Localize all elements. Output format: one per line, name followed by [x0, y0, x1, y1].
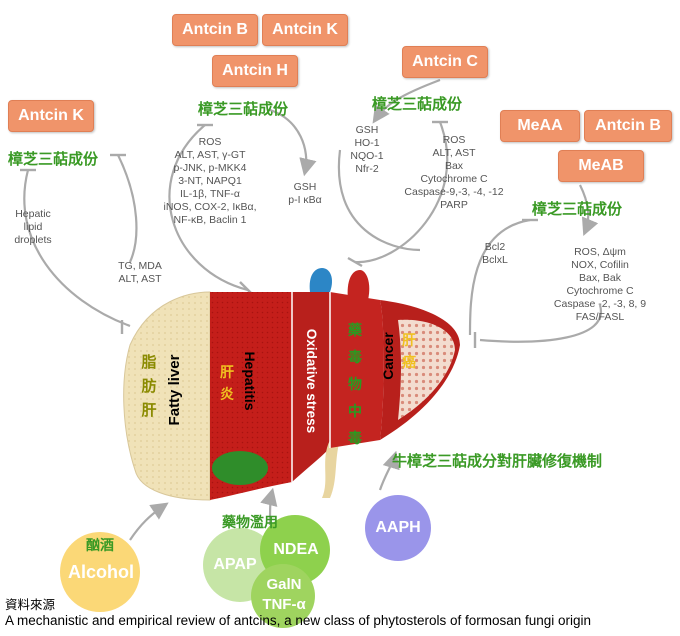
oxidative-stress-en: Oxidative stress: [304, 328, 319, 434]
apoptosis-arrow-curve: [579, 184, 599, 237]
meab-box: MeAB: [558, 150, 644, 182]
source-label: 資料來源: [5, 597, 56, 612]
antcin-k-top-box: Antcin K: [262, 14, 348, 46]
fatty-liver-zh: 脂肪肝: [141, 353, 157, 419]
cancer-inhibition-curve: [479, 304, 603, 343]
fatty-lobe: [123, 291, 211, 501]
compound-label-left: 樟芝三萜成份: [8, 150, 99, 168]
antcin-k-left-box: Antcin K: [8, 100, 94, 132]
hepatitis-section: [210, 292, 292, 500]
aaph-arrow: [378, 450, 400, 491]
oxidative-inhibition-curve: [354, 121, 449, 264]
antcin-c-arrow-curve: [372, 78, 441, 124]
cancer-zh: 肝癌: [402, 333, 416, 371]
apap-label: APAP: [213, 556, 257, 573]
fatty-liver-en: Fatty liver: [166, 354, 183, 426]
antcin-b-right-box: Antcin B: [584, 110, 672, 142]
hepatitis-inhibition-curve: [168, 124, 249, 292]
alcohol-zh-label: 酗酒: [86, 538, 114, 554]
antcin-c-box: Antcin C: [402, 46, 488, 78]
fatty-inhibition-curve: [23, 169, 131, 328]
aaph-label: AAPH: [375, 519, 421, 536]
compound-label-center: 樟芝三萜成份: [372, 95, 463, 113]
alcohol-circle: [60, 532, 140, 612]
galn-label: GalN: [266, 576, 302, 593]
oxidative-section: [292, 292, 330, 482]
drug-arrow: [260, 487, 278, 526]
cancer-en: Cancer: [380, 332, 396, 380]
gsh-arrow-curve: [269, 108, 317, 177]
repair-mechanism-label: 牛樟芝三萜成分對肝臟修復機制: [392, 452, 603, 470]
aaph-circle: [365, 495, 431, 561]
gallbladder: [212, 451, 268, 485]
cancer-tumor: [398, 319, 455, 420]
drug-toxicity-zh: 藥毒物中毒: [348, 323, 362, 447]
meaa-box: MeAA: [500, 110, 580, 142]
drug-section: [330, 292, 384, 448]
antcin-h-box: Antcin H: [212, 55, 298, 87]
blue-vessel: [309, 268, 333, 292]
alcohol-arrow: [129, 502, 169, 541]
tnf-label: TNF-α: [262, 596, 306, 613]
compound-label-right: 樟芝三萜成份: [532, 200, 623, 218]
tg-inhibition-curve: [117, 154, 138, 263]
reference-text: A mechanistic and empirical review of an…: [5, 613, 592, 628]
alcohol-en-label: Alcohol: [68, 562, 134, 582]
red-vessel: [347, 270, 370, 300]
hepatitis-zh: 肝炎: [220, 365, 234, 403]
ndea-label: NDEA: [273, 541, 319, 558]
antcin-b-top-box: Antcin B: [172, 14, 258, 46]
drug-abuse-label: 藥物濫用: [222, 515, 278, 531]
bcl-inhibition-curve: [468, 218, 531, 336]
bile-duct: [322, 440, 340, 498]
gsh-left-curve: [337, 149, 421, 252]
galn-circle: [251, 564, 315, 628]
compound-label-top: 樟芝三萜成份: [198, 100, 289, 118]
hepatitis-en: Hepatitis: [242, 351, 258, 411]
liver-illustration: [123, 268, 460, 501]
